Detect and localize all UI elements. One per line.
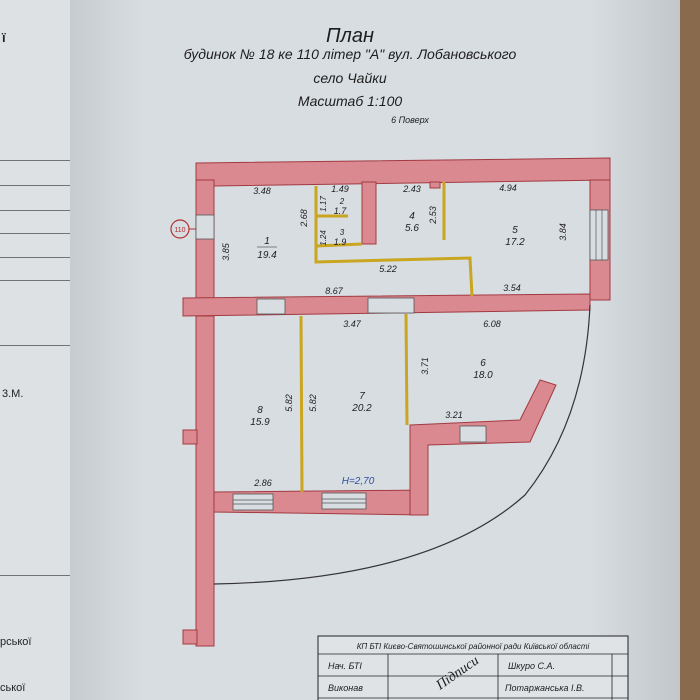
room-7-area: 20.2 (351, 403, 372, 414)
window (589, 209, 609, 261)
room-1-number: 1 (264, 236, 270, 247)
dim-label: 2.68 (299, 209, 309, 228)
room-4-area: 5.6 (405, 223, 419, 234)
window (321, 492, 367, 510)
dim-label: 3.47 (343, 319, 362, 329)
form-line (0, 575, 70, 576)
room-3-number: 3 (340, 228, 345, 237)
window (459, 425, 487, 443)
stamp-organization: КП БТІ Києво-Святошинської районної ради… (357, 642, 590, 651)
wall-left-lower (195, 315, 215, 647)
dim-label: 1.24 (319, 230, 328, 246)
curved-outer-wall (213, 304, 591, 585)
address-line: будинок № 18 ке 110 літер "А" вул. Лобан… (183, 46, 517, 62)
dim-label: 2.86 (253, 478, 272, 488)
wall-stub (182, 429, 198, 445)
dim-label: 2.43 (402, 184, 421, 194)
form-line (0, 233, 70, 234)
doorway (256, 298, 286, 315)
dim-label: 4.94 (499, 183, 517, 193)
wall-partition (429, 181, 441, 189)
ceiling-height-label: H=2,70 (342, 476, 375, 487)
dim-label: 8.67 (325, 286, 344, 296)
dim-label: 1.49 (331, 184, 349, 194)
title-block-stamp: КП БТІ Києво-Святошинської районної ради… (317, 635, 629, 700)
plan-title: План (326, 25, 374, 47)
room-4-number: 4 (409, 211, 415, 222)
scale-line: Масштаб 1:100 (297, 93, 403, 109)
wall-fill (182, 157, 611, 647)
room-8-number: 8 (257, 405, 263, 416)
dim-label: 3.54 (503, 283, 521, 293)
section-marker-label: 110 (174, 227, 185, 234)
dim-label: 6.08 (483, 319, 501, 329)
room-3-area: 1.9 (334, 237, 347, 247)
room-5-area: 17.2 (505, 237, 525, 248)
wall-top (195, 157, 611, 187)
main-page-sheet (70, 0, 680, 700)
stamp-row2-name: Потаржанська І.В. (505, 683, 584, 693)
dimension-labels: 3.48 1.49 2.43 4.94 2.68 1.17 1.24 2.53 … (221, 183, 568, 488)
left-page-sheet: ї 3.М. рської ської (0, 0, 82, 700)
dim-label: 2.53 (428, 206, 438, 225)
room-7-number: 7 (359, 391, 365, 402)
stamp-row1-name: Шкуро С.А. (508, 661, 555, 671)
dim-label: 3.71 (420, 357, 430, 375)
room-labels: 1 19.4 2 1.7 3 1.9 4 5.6 5 17.2 6 18.0 7… (250, 197, 525, 428)
form-line (0, 160, 70, 161)
left-fragment-text: рської (0, 636, 32, 648)
openings (195, 209, 609, 511)
left-fragment-text: 3.М. (2, 388, 24, 400)
stamp-row1-label: Нач. БТІ (328, 661, 362, 671)
partition-line (315, 242, 363, 248)
dim-label: 5.82 (308, 394, 318, 412)
room-2-area: 1.7 (334, 206, 348, 216)
room-1-area: 19.4 (257, 250, 277, 261)
room-2-number: 2 (339, 197, 345, 206)
partitions (299, 182, 474, 493)
dim-label: 5.82 (284, 394, 294, 412)
partition-line (404, 313, 409, 426)
village-line: село Чайки (313, 70, 387, 86)
floor-line: 6 Поверх (391, 115, 429, 125)
left-fragment-text: ської (0, 682, 26, 694)
form-line (0, 185, 70, 186)
wall-partition (361, 181, 377, 245)
room-6-area: 18.0 (473, 370, 493, 381)
dim-label: 3.84 (558, 223, 568, 241)
form-line (0, 257, 70, 258)
doorway (367, 297, 415, 314)
window (232, 493, 274, 511)
form-line (0, 210, 70, 211)
partition-line (299, 315, 304, 493)
dim-label: 5.22 (379, 264, 397, 274)
partition-line (314, 186, 474, 297)
stamp-row2-label: Виконав (328, 683, 363, 693)
dim-label: 3.48 (253, 186, 271, 196)
window (195, 214, 215, 240)
room-6-number: 6 (480, 358, 486, 369)
left-fragment-letter: ї (2, 30, 6, 45)
room-8-area: 15.9 (250, 417, 270, 428)
dim-label: 3.21 (445, 410, 463, 420)
window-lines (233, 210, 603, 505)
form-line (0, 280, 70, 281)
form-line (0, 345, 70, 346)
room-5-number: 5 (512, 225, 518, 236)
wall-room6 (409, 379, 557, 516)
dim-label: 1.17 (319, 196, 328, 212)
wall-stub (182, 629, 198, 645)
dim-label: 3.85 (221, 242, 231, 261)
wall-left-upper (195, 179, 215, 301)
